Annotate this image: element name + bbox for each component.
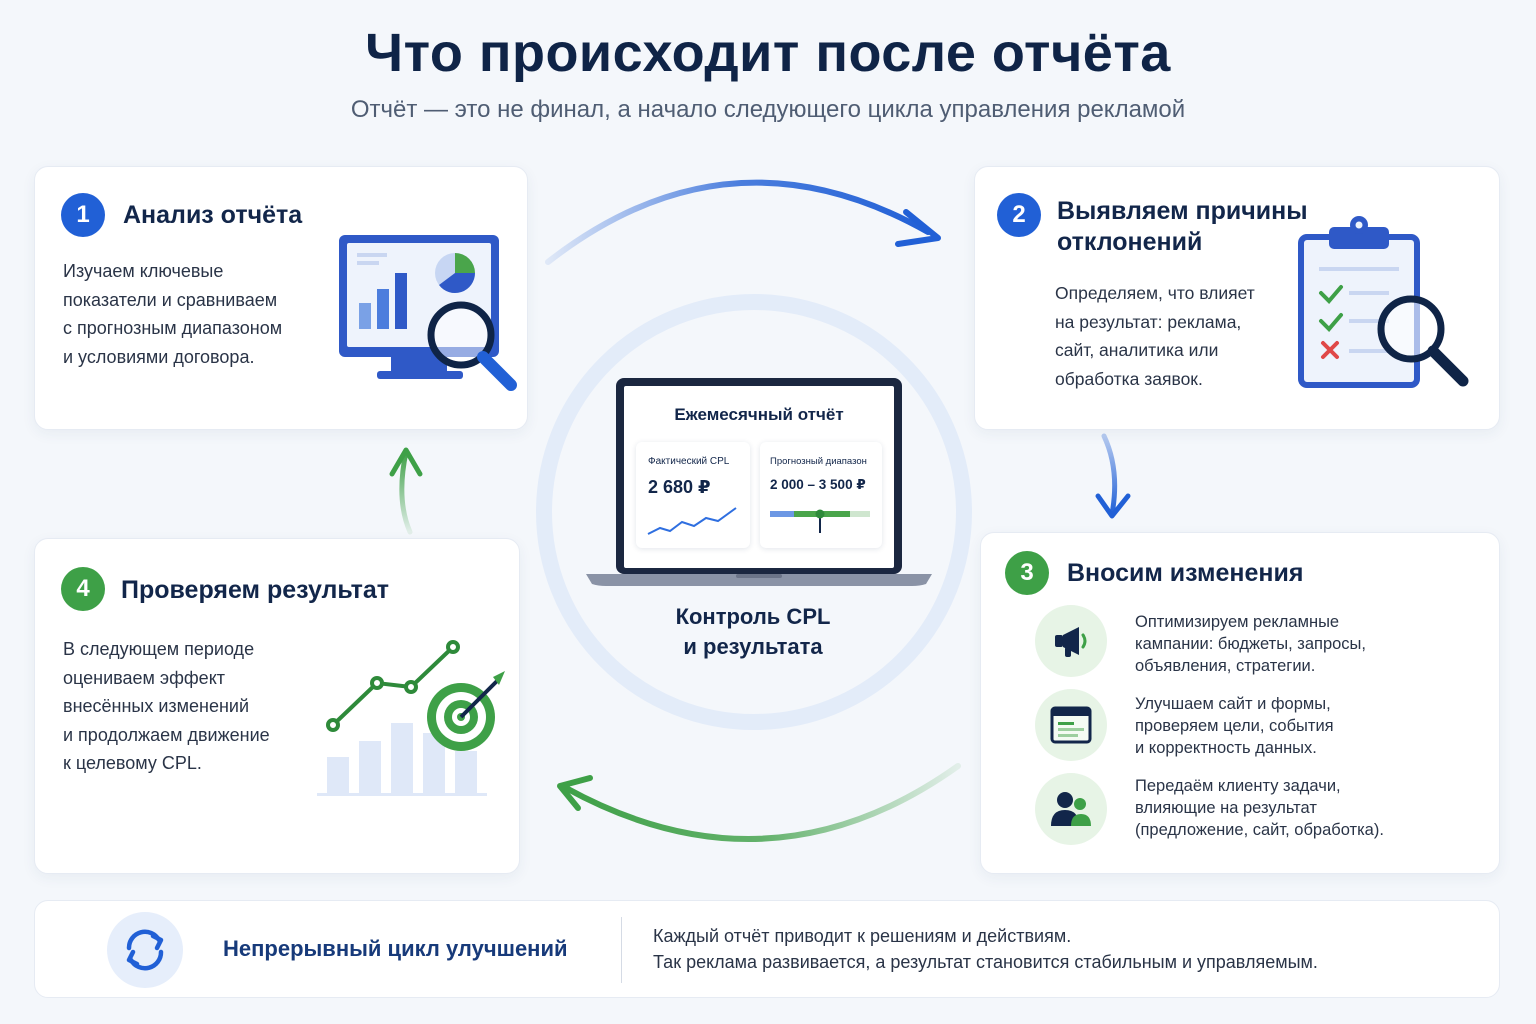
change-item-client: Передаём клиенту задачи, влияющие на рез…: [1135, 777, 1384, 839]
change-item-ads: Оптимизируем рекламные кампании: бюджеты…: [1135, 613, 1366, 675]
step-description: Определяем, что влияет на результат: рек…: [1055, 283, 1255, 389]
forecast-range-card: Прогнозный диапазон 2 000 – 3 500 ₽: [760, 442, 882, 548]
step-number-badge: 2: [997, 193, 1041, 237]
step-title: Анализ отчёта: [123, 201, 303, 229]
banner-title: Непрерывный цикл улучшений: [223, 936, 568, 961]
team-icon: [1035, 773, 1107, 845]
center-ring: [536, 294, 972, 730]
step-title: Вносим изменения: [1067, 559, 1304, 587]
step-number-badge: 4: [61, 567, 105, 611]
step-number-badge: 3: [1005, 551, 1049, 595]
actual-cpl-card: Фактический CPL 2 680 ₽: [636, 442, 750, 548]
banner-text: Каждый отчёт приводит к решениям и дейст…: [653, 926, 1318, 972]
forecast-range-value: 2 000 – 3 500 ₽: [770, 477, 866, 492]
step-card-results: 4 Проверяем результат В следующем период…: [34, 538, 520, 874]
step-description: Изучаем ключевые показатели и сравниваем…: [63, 261, 283, 367]
banner-divider: [621, 917, 622, 983]
trend-line-icon: [647, 507, 737, 535]
continuous-cycle-banner: Непрерывный цикл улучшений Каждый отчёт …: [34, 900, 1500, 998]
report-title: Ежемесячный отчёт: [674, 405, 844, 424]
step-title: Выявляем причины отклонений: [1057, 197, 1308, 256]
step-card-changes: 3 Вносим изменения Оптимизируем рекламны…: [980, 532, 1500, 874]
monitor-analytics-icon: [339, 235, 517, 391]
step-card-causes: 2 Выявляем причины отклонений Определяем…: [974, 166, 1500, 430]
arrow-step2-to-step3: [1101, 433, 1118, 517]
growth-target-icon: [317, 640, 505, 796]
arrow-step4-to-step1: [399, 449, 413, 535]
refresh-cycle-icon: [107, 912, 183, 988]
step-title: Проверяем результат: [121, 576, 389, 604]
range-bar-icon: [770, 509, 870, 533]
arrow-step3-to-step4: [563, 763, 961, 842]
change-item-site: Улучшаем сайт и формы, проверяем цели, с…: [1135, 695, 1334, 757]
step-number-badge: 1: [61, 193, 105, 237]
page-subtitle: Отчёт — это не финал, а начало следующег…: [350, 96, 1186, 123]
actual-cpl-value: 2 680 ₽: [648, 477, 711, 497]
step-description: В следующем периоде оцениваем эффект вне…: [63, 639, 270, 773]
clipboard-check-icon: [1298, 216, 1469, 388]
browser-form-icon: [1035, 689, 1107, 761]
step-card-analysis: 1 Анализ отчёта Изучаем ключевые показат…: [34, 166, 528, 430]
megaphone-icon: [1035, 605, 1107, 677]
arrow-step1-to-step2: [545, 179, 931, 265]
center-caption: Контроль CPL и результата: [675, 604, 831, 659]
page-title: Что происходит после отчёта: [365, 23, 1171, 83]
forecast-range-label: Прогнозный диапазон: [770, 456, 867, 467]
actual-cpl-label: Фактический CPL: [648, 456, 730, 467]
